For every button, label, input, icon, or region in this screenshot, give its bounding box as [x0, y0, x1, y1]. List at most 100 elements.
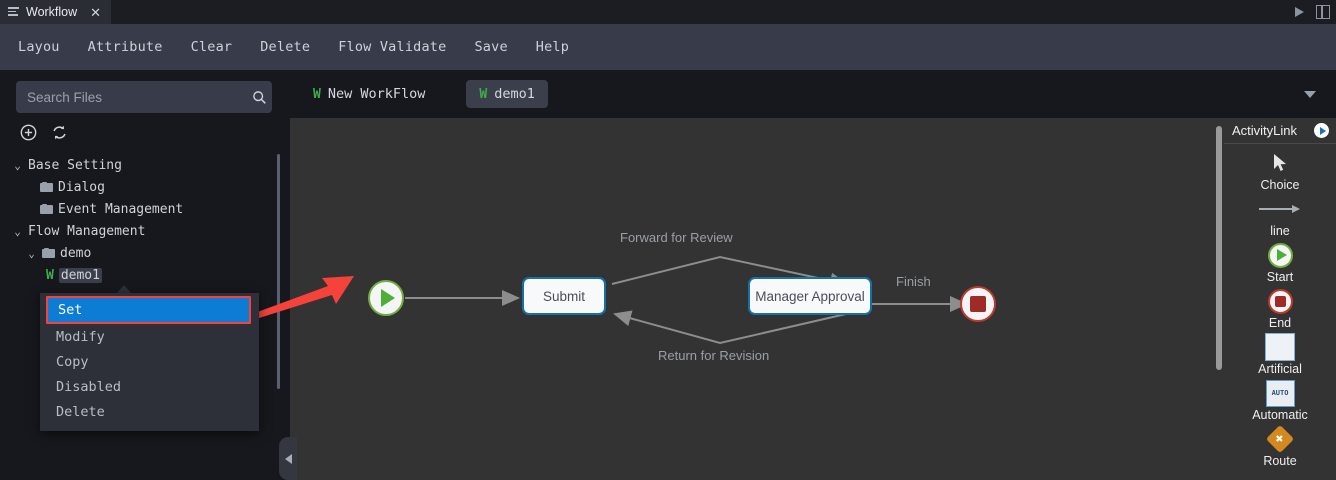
palette-item-label: Start — [1266, 270, 1294, 284]
palette-item-line[interactable]: line — [1224, 196, 1336, 238]
palette-item-label: line — [1270, 224, 1290, 238]
chevron-down-icon — [1304, 90, 1316, 98]
context-menu-item-modify[interactable]: Modify — [56, 328, 105, 345]
add-icon[interactable] — [20, 124, 37, 145]
menu-item-attribute[interactable]: Attribute — [87, 39, 163, 55]
tree-item-label: demo1 — [58, 267, 102, 283]
sidebar-toolbar — [20, 124, 68, 145]
editor-tab-demo1[interactable]: W demo1 — [466, 80, 548, 108]
palette-item-label: End — [1268, 316, 1292, 330]
context-menu: Set Modify Copy Disabled Delete — [40, 293, 259, 431]
tree-item-dialog[interactable]: Dialog — [12, 176, 270, 198]
split-panel-icon[interactable] — [1316, 5, 1330, 19]
route-diamond-icon: ✖ — [1265, 424, 1295, 454]
search-icon[interactable] — [246, 90, 272, 105]
start-node-icon — [1267, 242, 1293, 268]
editor-tab-new-workflow[interactable]: W New WorkFlow — [300, 80, 438, 108]
w-icon: W — [479, 86, 488, 102]
palette-item-end[interactable]: End — [1224, 288, 1336, 330]
chevron-left-icon — [284, 453, 292, 464]
tree-item-base-setting[interactable]: ⌄ Base Setting — [12, 154, 270, 176]
menu-item-layou[interactable]: Layou — [18, 39, 60, 55]
tree-item-label: Base Setting — [28, 157, 122, 173]
activity-palette: ActivityLink Choice line — [1224, 118, 1336, 480]
menu-item-save[interactable]: Save — [474, 39, 508, 55]
hamburger-icon — [8, 7, 19, 17]
tree-item-label: Dialog — [58, 179, 105, 195]
tree-item-demo[interactable]: ⌄ demo — [12, 242, 270, 264]
w-icon: W — [313, 86, 321, 102]
palette-items: Choice line Start — [1224, 144, 1336, 468]
tree-item-demo1[interactable]: W demo1 — [12, 264, 270, 286]
w-icon: W — [46, 267, 54, 283]
auto-badge: AUTO — [1265, 379, 1295, 407]
palette-item-label: Choice — [1260, 178, 1300, 192]
edge-label-forward-for-review: Forward for Review — [620, 230, 733, 245]
canvas-scrollbar[interactable] — [1216, 126, 1222, 370]
window-tab-workflow[interactable]: Workflow ✕ — [0, 0, 112, 24]
tree-item-label: Event Management — [58, 201, 184, 217]
palette-item-start[interactable]: Start — [1224, 242, 1336, 284]
chevron-down-icon[interactable]: ⌄ — [28, 246, 35, 260]
flow-node-submit[interactable]: Submit — [522, 277, 606, 315]
flow-node-start[interactable] — [368, 280, 404, 316]
folder-icon — [40, 182, 53, 192]
editor-tab-bar: W New WorkFlow W demo1 — [288, 70, 1336, 118]
palette-item-route[interactable]: ✖ Route — [1224, 424, 1336, 468]
flow-edges — [405, 255, 968, 345]
editor-tab-dropdown[interactable] — [1298, 82, 1322, 106]
flow-node-manager-approval[interactable]: Manager Approval — [748, 277, 872, 315]
palette-item-label: Route — [1263, 454, 1297, 468]
sidebar-scrollbar[interactable] — [277, 154, 280, 389]
menu-item-clear[interactable]: Clear — [190, 39, 233, 55]
flow-diagram: Submit Manager Approval Forward for Revi… — [290, 118, 1220, 480]
palette-item-label: Artificial — [1258, 362, 1302, 376]
tree-item-label: demo — [60, 245, 92, 261]
context-menu-caret — [117, 285, 131, 293]
chevron-down-icon[interactable]: ⌄ — [14, 224, 21, 238]
edge-label-return-for-revision: Return for Revision — [658, 348, 770, 363]
cursor-icon — [1273, 150, 1288, 176]
context-menu-item-copy[interactable]: Copy — [56, 353, 89, 370]
refresh-icon[interactable] — [51, 124, 68, 145]
palette-item-label: Automatic — [1252, 408, 1308, 422]
arrow-right-circle-icon[interactable] — [1314, 123, 1329, 138]
palette-header: ActivityLink — [1224, 118, 1336, 144]
chevron-down-icon[interactable]: ⌄ — [14, 158, 21, 172]
flow-canvas[interactable]: Submit Manager Approval Forward for Revi… — [290, 118, 1336, 480]
folder-icon — [42, 248, 55, 258]
sidebar-collapse-handle[interactable] — [279, 437, 297, 480]
context-menu-item-delete[interactable]: Delete — [56, 403, 105, 420]
title-bar-actions — [1295, 0, 1330, 24]
menu-item-help[interactable]: Help — [535, 39, 570, 55]
stop-icon — [970, 296, 986, 312]
play-icon — [381, 289, 395, 307]
file-tree: ⌄ Base Setting Dialog Event Management ⌄… — [12, 154, 270, 286]
menu-item-delete[interactable]: Delete — [260, 39, 311, 55]
palette-title: ActivityLink — [1232, 123, 1298, 138]
editor-tab-label: demo1 — [494, 86, 535, 102]
editor-tab-label: New WorkFlow — [327, 86, 426, 102]
title-bar: Workflow ✕ — [0, 0, 1336, 24]
palette-item-automatic[interactable]: AUTO Automatic — [1224, 379, 1336, 422]
palette-item-choice[interactable]: Choice — [1224, 150, 1336, 192]
context-menu-item-set[interactable]: Set — [46, 296, 251, 324]
run-triangle-icon[interactable] — [1295, 7, 1304, 17]
tree-item-label: Flow Management — [28, 223, 146, 239]
editor-area: W New WorkFlow W demo1 — [288, 70, 1336, 480]
tree-item-flow-management[interactable]: ⌄ Flow Management — [12, 220, 270, 242]
tree-item-event-management[interactable]: Event Management — [12, 198, 270, 220]
flow-node-end[interactable] — [960, 286, 996, 322]
palette-item-artificial[interactable]: Artificial — [1224, 333, 1336, 376]
menu-item-flow-validate[interactable]: Flow Validate — [338, 39, 447, 55]
automatic-node-icon: AUTO — [1265, 379, 1295, 407]
end-node-icon — [1267, 288, 1293, 314]
search-input[interactable] — [16, 89, 246, 105]
search-box[interactable] — [16, 81, 272, 113]
artificial-node-icon — [1265, 333, 1295, 361]
close-icon[interactable]: ✕ — [90, 4, 102, 20]
context-menu-item-disabled[interactable]: Disabled — [56, 378, 122, 395]
edge-label-finish: Finish — [896, 274, 931, 289]
folder-icon — [40, 204, 53, 214]
